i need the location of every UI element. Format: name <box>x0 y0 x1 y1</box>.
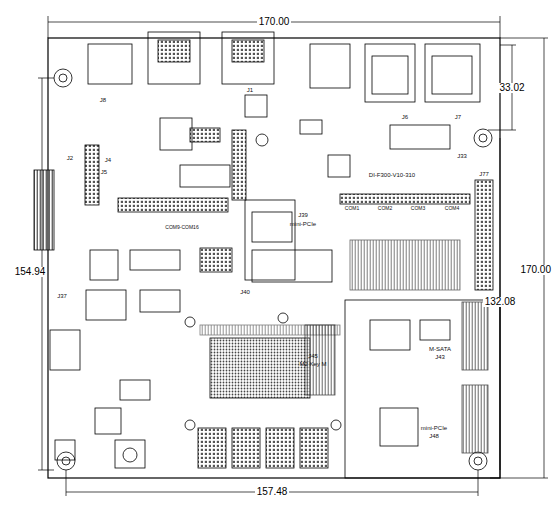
part-label: mini-PCIe <box>290 221 316 227</box>
part-label: J43 <box>435 354 445 360</box>
part-label: J37 <box>57 293 67 299</box>
part-label: mini-PCIe <box>421 425 447 431</box>
part-label: J1 <box>247 87 253 93</box>
part-label: J5 <box>101 169 107 175</box>
part-label: COM3 <box>411 206 425 211</box>
part-label: J7 <box>455 114 461 120</box>
dimension-value: 170.00 <box>518 265 553 275</box>
part-label: J8 <box>100 97 106 103</box>
part-label: J48 <box>429 433 439 439</box>
part-label: J33 <box>457 153 467 159</box>
dimension-value: 170.00 <box>257 17 292 27</box>
part-label: DI-F300-V10-310 <box>369 172 415 178</box>
dimension-value: 157.48 <box>255 487 290 497</box>
dimension-value: 33.02 <box>497 83 526 93</box>
dimension-value: 132.08 <box>483 297 518 307</box>
part-label: COM9-COM16 <box>165 225 198 230</box>
part-label: J77 <box>479 171 489 177</box>
part-label: J2 <box>67 155 73 161</box>
part-label: J40 <box>240 289 250 295</box>
dimension-value: 154.94 <box>13 267 48 277</box>
part-label: J6 <box>402 114 408 120</box>
part-label: M2 Key M <box>299 361 326 367</box>
part-label: COM2 <box>378 206 392 211</box>
part-label: J45 <box>308 353 318 359</box>
part-label: M-SATA <box>429 346 451 352</box>
part-label: COM4 <box>445 206 459 211</box>
part-label: COM1 <box>345 206 359 211</box>
part-label: J4 <box>105 157 111 163</box>
part-label: J39 <box>298 212 308 218</box>
